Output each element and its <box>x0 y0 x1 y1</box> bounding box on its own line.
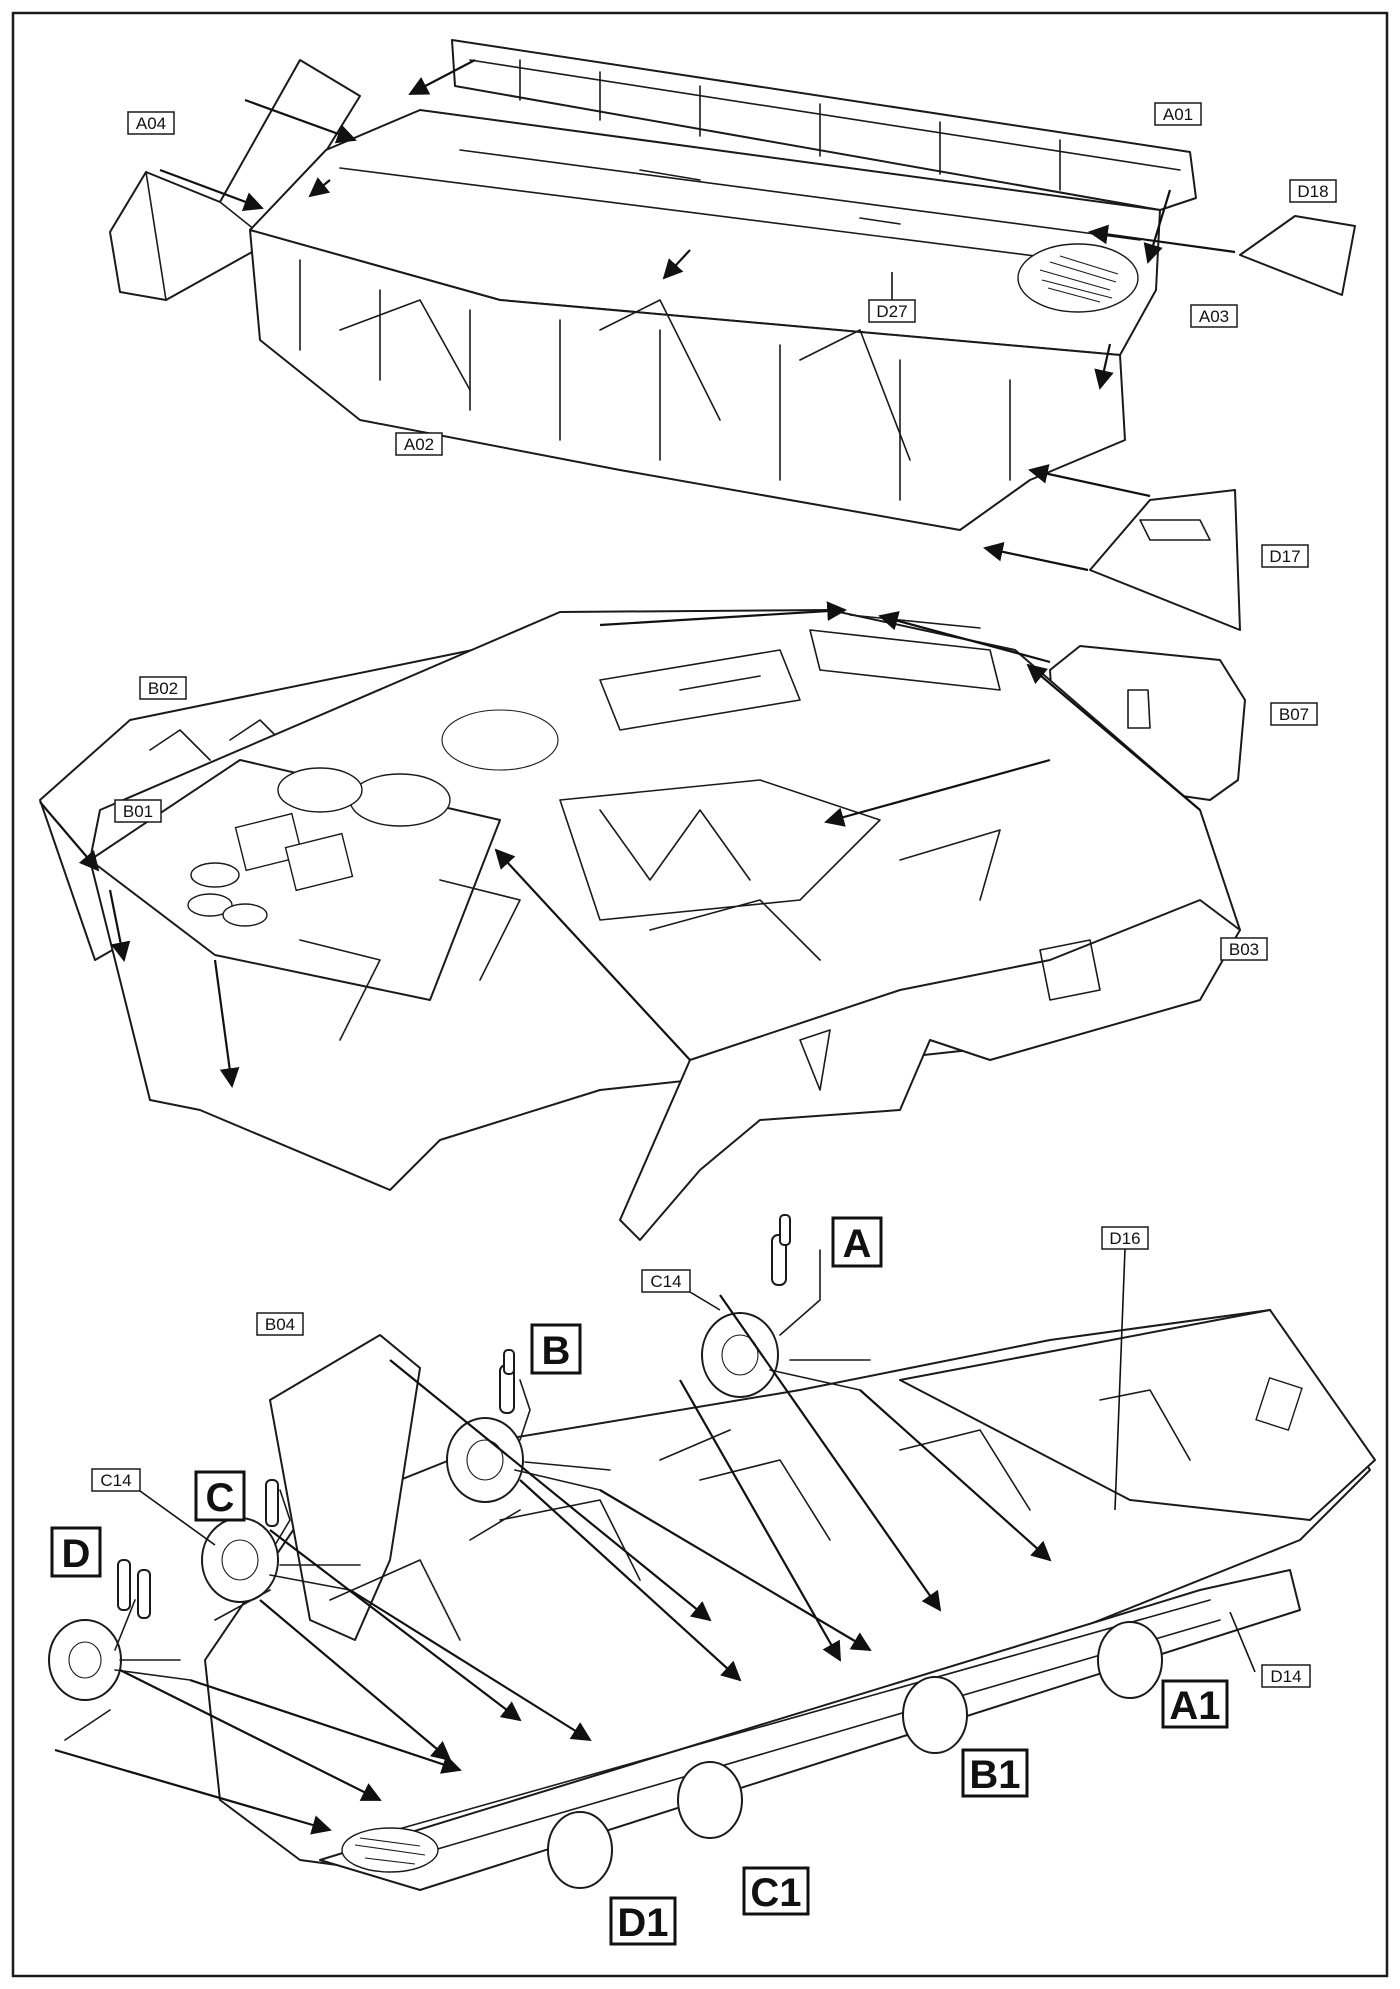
label-d17: D17 <box>1261 544 1309 568</box>
driver-hatch <box>234 812 304 872</box>
svg-text:B: B <box>542 1329 571 1373</box>
svg-text:D17: D17 <box>1269 547 1300 566</box>
svg-text:A: A <box>843 1222 872 1266</box>
label-c14-left: C14 <box>91 1468 216 1546</box>
commander-hatch <box>349 773 451 827</box>
svg-text:D: D <box>62 1532 91 1576</box>
part-d18-plate <box>1239 215 1356 296</box>
label-b07: B07 <box>1270 702 1318 726</box>
label-a02: A02 <box>395 432 443 456</box>
assembly-label-d1: D1 <box>609 1896 677 1946</box>
svg-text:A1: A1 <box>1169 1684 1220 1728</box>
wheel-d1 <box>547 1811 613 1889</box>
a01-rail-details <box>469 59 1181 191</box>
part-a01-side-rail <box>451 39 1197 211</box>
label-b03: B03 <box>1220 937 1268 961</box>
label-d27: D27 <box>868 272 916 323</box>
gunner-hatch <box>277 767 363 813</box>
label-d14: D14 <box>1229 1611 1311 1688</box>
svg-text:B04: B04 <box>265 1315 295 1334</box>
svg-text:D18: D18 <box>1297 182 1328 201</box>
step-lower-hull-assembly: A04 A01 D18 D27 A03 A02 D17 <box>109 39 1356 631</box>
step2-arrows <box>39 601 1201 1088</box>
svg-text:A04: A04 <box>136 114 166 133</box>
svg-text:D1: D1 <box>617 1901 668 1945</box>
part-d14-sponson <box>319 1569 1301 1891</box>
label-c14-top: C14 <box>641 1269 721 1311</box>
svg-text:C1: C1 <box>750 1871 801 1915</box>
assembly-label-b1: B1 <box>961 1748 1029 1798</box>
rear-grille-ellipse <box>1017 243 1139 313</box>
suspension-unit-c <box>201 1479 361 1603</box>
label-a04: A04 <box>127 111 175 135</box>
svg-text:B01: B01 <box>123 802 153 821</box>
step3-arrows <box>54 1294 1052 1835</box>
label-a03: A03 <box>1190 304 1238 328</box>
svg-text:C14: C14 <box>650 1272 681 1291</box>
svg-text:C14: C14 <box>100 1471 131 1490</box>
svg-text:A01: A01 <box>1163 105 1193 124</box>
svg-text:D16: D16 <box>1109 1229 1140 1248</box>
step-suspension-assembly: C14 B04 D16 C14 D14 A B <box>48 1214 1376 1946</box>
step1-arrows <box>159 59 1236 572</box>
part-a02-side-armor <box>249 229 1126 531</box>
label-b04: B04 <box>256 1312 304 1336</box>
part-b04-front-plate <box>269 1334 421 1641</box>
assembly-label-b: B <box>530 1323 582 1375</box>
svg-text:D27: D27 <box>876 302 907 321</box>
suspension-unit-d <box>48 1559 191 1701</box>
svg-text:B1: B1 <box>969 1753 1020 1797</box>
assembly-label-a1: A1 <box>1161 1679 1229 1729</box>
stowage-boxes <box>299 779 1001 1041</box>
page-frame <box>11 11 1389 1978</box>
svg-text:B02: B02 <box>148 679 178 698</box>
part-d17-plate <box>1089 489 1241 631</box>
label-d18: D18 <box>1289 179 1337 203</box>
assembly-label-c1: C1 <box>742 1866 810 1916</box>
svg-text:A03: A03 <box>1199 307 1229 326</box>
label-d16: D16 <box>1101 1226 1149 1511</box>
part-d16-plate <box>899 1309 1376 1521</box>
svg-text:C: C <box>206 1476 235 1520</box>
suspension-unit-a <box>701 1214 871 1398</box>
roof-hatches <box>599 614 1001 731</box>
label-b02: B02 <box>139 676 187 700</box>
label-a01: A01 <box>1154 102 1202 126</box>
torsion-springs <box>64 1429 731 1741</box>
assembly-label-d: D <box>50 1526 102 1578</box>
assembly-label-a: A <box>831 1216 883 1268</box>
rear-hatch-d16 <box>1255 1376 1303 1432</box>
part-b03-side-panel <box>619 899 1241 1241</box>
svg-text:A02: A02 <box>404 435 434 454</box>
wheel-a1 <box>1097 1621 1163 1699</box>
svg-text:D14: D14 <box>1270 1667 1301 1686</box>
assembly-label-c: C <box>194 1470 246 1522</box>
step-upper-hull-assembly: B02 B07 B01 B03 <box>39 601 1318 1241</box>
label-b01: B01 <box>114 799 162 823</box>
wheel-b1 <box>902 1676 968 1754</box>
svg-text:B03: B03 <box>1229 940 1259 959</box>
wheel-c1 <box>677 1761 743 1839</box>
svg-text:B07: B07 <box>1279 705 1309 724</box>
